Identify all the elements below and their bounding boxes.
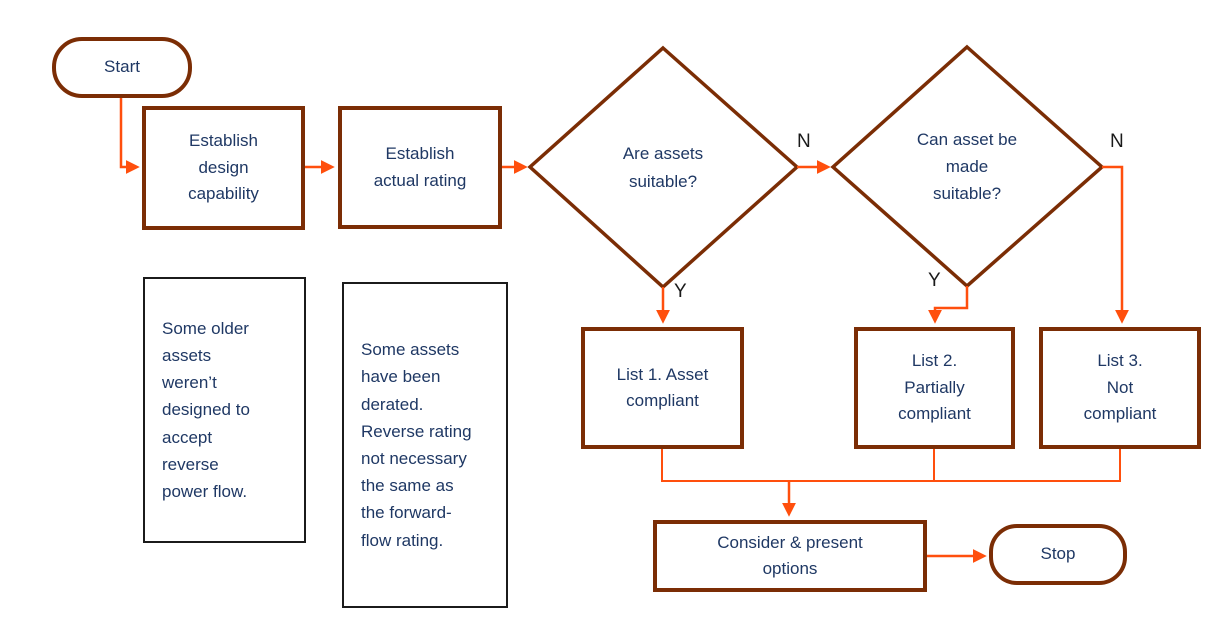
arrow-start-to-establish-design xyxy=(119,98,140,174)
decision-label: Can asset be made suitable? xyxy=(916,129,1018,204)
process-label: List 1. Asset compliant xyxy=(616,364,709,410)
arrow-diamond2-yes-to-list2 xyxy=(928,286,969,324)
process-list2-partially-compliant: List 2. Partially compliant xyxy=(854,327,1015,449)
stop-terminator: Stop xyxy=(989,524,1127,585)
decision-can-be-made-suitable-text: Can asset be made suitable? xyxy=(857,103,1077,230)
process-list3-not-compliant: List 3. Not compliant xyxy=(1039,327,1201,449)
process-establish-design-capability: Establish design capability xyxy=(142,106,305,230)
note-derated-assets: Some assets have been derated. Reverse r… xyxy=(342,282,508,608)
note-text: Some assets have been derated. Reverse r… xyxy=(361,340,472,550)
start-terminator: Start xyxy=(52,37,192,98)
arrow-diamond2-no-to-list3 xyxy=(1102,165,1129,324)
decision-are-assets-suitable-text: Are assets suitable? xyxy=(553,110,773,225)
process-list1-asset-compliant: List 1. Asset compliant xyxy=(581,327,744,449)
process-label: Consider & present options xyxy=(717,532,863,578)
decision-label: Are assets suitable? xyxy=(622,144,704,191)
process-establish-actual-rating: Establish actual rating xyxy=(338,106,502,229)
edge-label-diamond1-no: N xyxy=(797,131,811,152)
process-label: Establish design capability xyxy=(188,131,259,204)
process-consider-present-options: Consider & present options xyxy=(653,520,927,592)
edge-label-diamond1-yes: Y xyxy=(674,281,687,302)
process-label: List 3. Not compliant xyxy=(1083,351,1157,424)
stop-label: Stop xyxy=(1040,544,1076,564)
note-older-assets: Some older assets weren’t designed to ac… xyxy=(143,277,306,543)
note-text: Some older assets weren’t designed to ac… xyxy=(162,318,250,501)
start-label: Start xyxy=(104,57,140,77)
process-label: Establish actual rating xyxy=(373,144,467,190)
process-label: List 2. Partially compliant xyxy=(898,351,971,424)
edge-label-diamond2-no: N xyxy=(1110,131,1124,152)
edge-label-diamond2-yes: Y xyxy=(928,270,941,291)
